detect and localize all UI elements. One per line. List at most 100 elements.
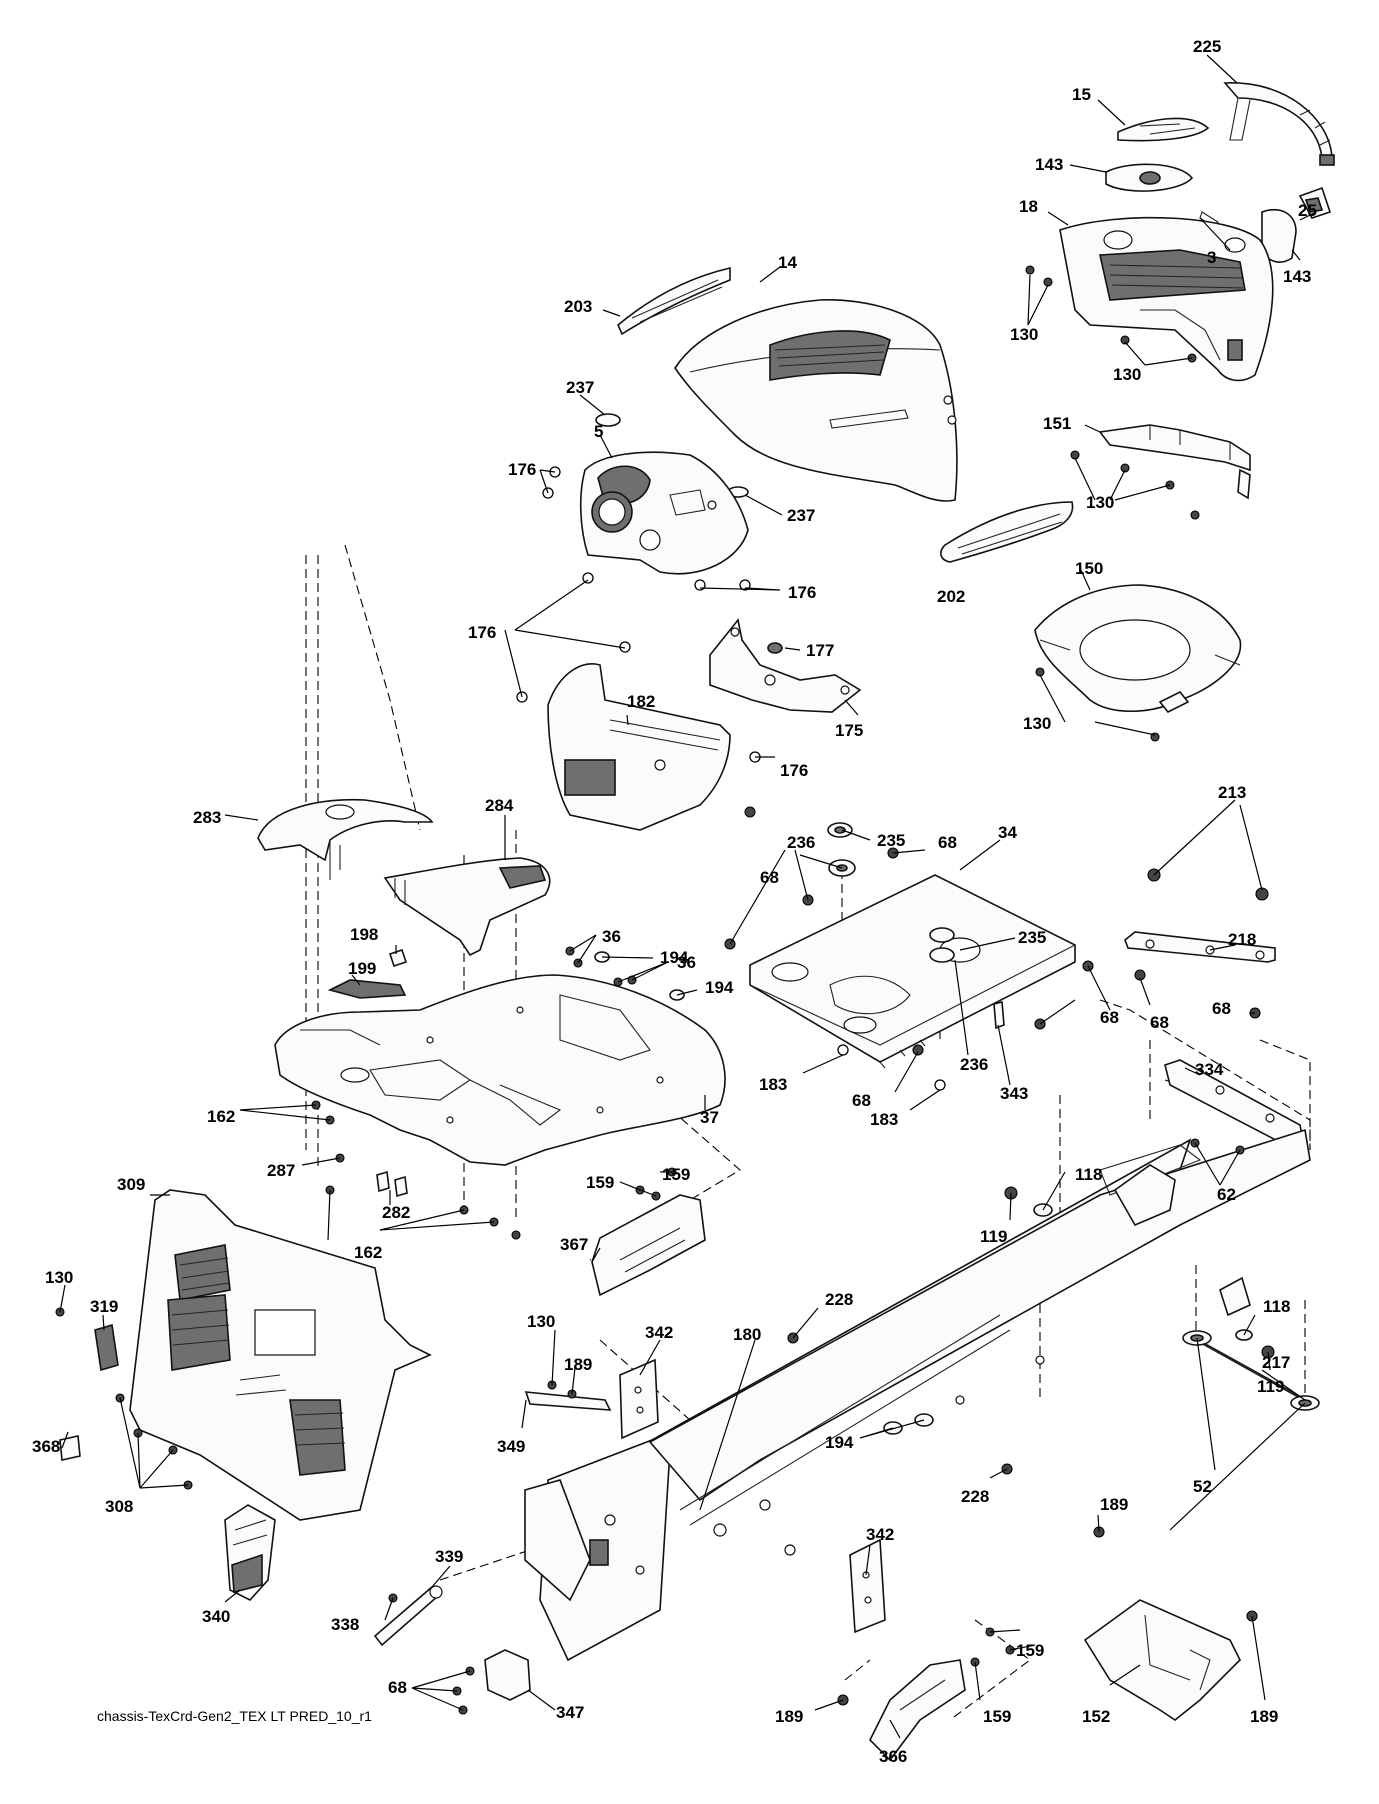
callout-194b: 194 bbox=[705, 978, 734, 997]
callout-282: 282 bbox=[382, 1203, 410, 1222]
callout-236: 236 bbox=[787, 833, 815, 852]
part-235-bushing-b bbox=[929, 927, 955, 943]
part-180-chassis bbox=[524, 1128, 1311, 1662]
callout-339: 339 bbox=[435, 1547, 463, 1566]
callout-334: 334 bbox=[1195, 1060, 1224, 1079]
callout-130f: 130 bbox=[527, 1312, 555, 1331]
callout-68e: 68 bbox=[1150, 1013, 1169, 1032]
callout-130d: 130 bbox=[1023, 714, 1051, 733]
callout-189d: 189 bbox=[775, 1707, 803, 1726]
callout-68d: 68 bbox=[852, 1091, 871, 1110]
callout-130c: 130 bbox=[1086, 493, 1114, 512]
callout-349: 349 bbox=[497, 1437, 525, 1456]
callout-309: 309 bbox=[117, 1175, 145, 1194]
callout-118: 118 bbox=[1075, 1165, 1102, 1184]
callout-68g: 68 bbox=[388, 1678, 407, 1697]
part-152-pan bbox=[1083, 1599, 1241, 1721]
part-151-bracket bbox=[1098, 424, 1251, 500]
part-236-bushing-b bbox=[929, 947, 955, 963]
callout-235b: 235 bbox=[1018, 928, 1046, 947]
callout-62: 62 bbox=[1217, 1185, 1236, 1204]
callout-367: 367 bbox=[560, 1235, 588, 1254]
callout-15: 15 bbox=[1072, 85, 1091, 104]
part-368-badge bbox=[59, 1435, 81, 1461]
part-217-tie-rod bbox=[1196, 1338, 1306, 1402]
part-340-grille-insert bbox=[224, 1504, 276, 1601]
callout-343: 343 bbox=[1000, 1084, 1028, 1103]
callout-175: 175 bbox=[835, 721, 863, 740]
callout-218: 218 bbox=[1228, 930, 1256, 949]
callout-130b: 130 bbox=[1113, 365, 1141, 384]
callout-143b: 143 bbox=[1283, 267, 1311, 286]
callout-342: 342 bbox=[645, 1323, 673, 1342]
part-343-clip bbox=[993, 1000, 1005, 1030]
callout-5: 5 bbox=[594, 422, 603, 441]
callout-189: 189 bbox=[564, 1355, 592, 1374]
callout-118b: 118 bbox=[1263, 1297, 1290, 1316]
part-349-bar bbox=[524, 1391, 612, 1411]
callout-68: 68 bbox=[938, 833, 957, 852]
callout-194c: 194 bbox=[825, 1433, 854, 1452]
part-237-cap-a bbox=[595, 413, 621, 427]
callout-37: 37 bbox=[700, 1108, 719, 1127]
callout-36: 36 bbox=[602, 927, 621, 946]
callout-198: 198 bbox=[350, 925, 378, 944]
part-150-pan bbox=[1034, 584, 1242, 714]
callout-162: 162 bbox=[207, 1107, 235, 1126]
diagram-caption: chassis-TexCrd-Gen2_TEX LT PRED_10_r1 bbox=[97, 1708, 372, 1724]
callout-228b: 228 bbox=[961, 1487, 989, 1506]
part-218-bar bbox=[1124, 931, 1276, 963]
callout-225: 225 bbox=[1193, 37, 1221, 56]
callout-labels: 225 15 143 18 3 25 143 130 130 203 14 23… bbox=[32, 37, 1317, 1766]
callout-236b: 236 bbox=[960, 1055, 988, 1074]
part-342-bracket-a bbox=[619, 1358, 659, 1440]
callout-176: 176 bbox=[508, 460, 536, 479]
callout-177: 177 bbox=[806, 641, 834, 660]
callout-150: 150 bbox=[1075, 559, 1103, 578]
callout-340: 340 bbox=[202, 1607, 230, 1626]
part-347-bracket bbox=[484, 1649, 531, 1701]
callout-217: 217 bbox=[1262, 1353, 1290, 1372]
callout-180: 180 bbox=[733, 1325, 761, 1344]
part-284-footrest bbox=[383, 857, 551, 957]
callout-159d: 159 bbox=[983, 1707, 1011, 1726]
callout-189b: 189 bbox=[1100, 1495, 1128, 1514]
callout-338: 338 bbox=[331, 1615, 359, 1634]
part-366-bracket bbox=[869, 1659, 966, 1762]
part-225-trim bbox=[1223, 82, 1335, 166]
callout-14: 14 bbox=[778, 253, 797, 272]
part-175-bracket bbox=[709, 618, 862, 713]
callout-119: 119 bbox=[980, 1227, 1007, 1246]
callout-18: 18 bbox=[1019, 197, 1038, 216]
callout-130: 130 bbox=[1010, 325, 1038, 344]
callout-366: 366 bbox=[879, 1747, 907, 1766]
callout-36b: 36 bbox=[677, 953, 696, 972]
callout-199: 199 bbox=[348, 959, 376, 978]
callout-228: 228 bbox=[825, 1290, 853, 1309]
callout-342b: 342 bbox=[866, 1525, 894, 1544]
part-37-main-body bbox=[274, 974, 726, 1166]
callout-287: 287 bbox=[267, 1161, 295, 1180]
callout-68f: 68 bbox=[1212, 999, 1231, 1018]
callout-182: 182 bbox=[627, 692, 655, 711]
part-177-grommet bbox=[767, 642, 783, 654]
part-202-side-vent bbox=[940, 501, 1074, 563]
callout-159c: 159 bbox=[1016, 1641, 1044, 1660]
callout-237b: 237 bbox=[787, 506, 815, 525]
part-14-hood bbox=[674, 299, 958, 502]
callout-68c: 68 bbox=[1100, 1008, 1119, 1027]
part-235-bushing-a bbox=[827, 822, 853, 838]
callout-176c: 176 bbox=[468, 623, 496, 642]
callout-25: 25 bbox=[1298, 201, 1317, 220]
callout-237: 237 bbox=[566, 378, 594, 397]
callout-130e: 130 bbox=[45, 1268, 73, 1287]
part-342-bracket-b bbox=[849, 1538, 886, 1634]
callout-119b: 119 bbox=[1257, 1377, 1284, 1396]
callout-152: 152 bbox=[1082, 1707, 1110, 1726]
callout-176d: 176 bbox=[780, 761, 808, 780]
callout-151: 151 bbox=[1043, 414, 1071, 433]
callout-68b: 68 bbox=[760, 868, 779, 887]
part-25-bracket bbox=[1298, 186, 1332, 219]
callout-52: 52 bbox=[1193, 1477, 1212, 1496]
